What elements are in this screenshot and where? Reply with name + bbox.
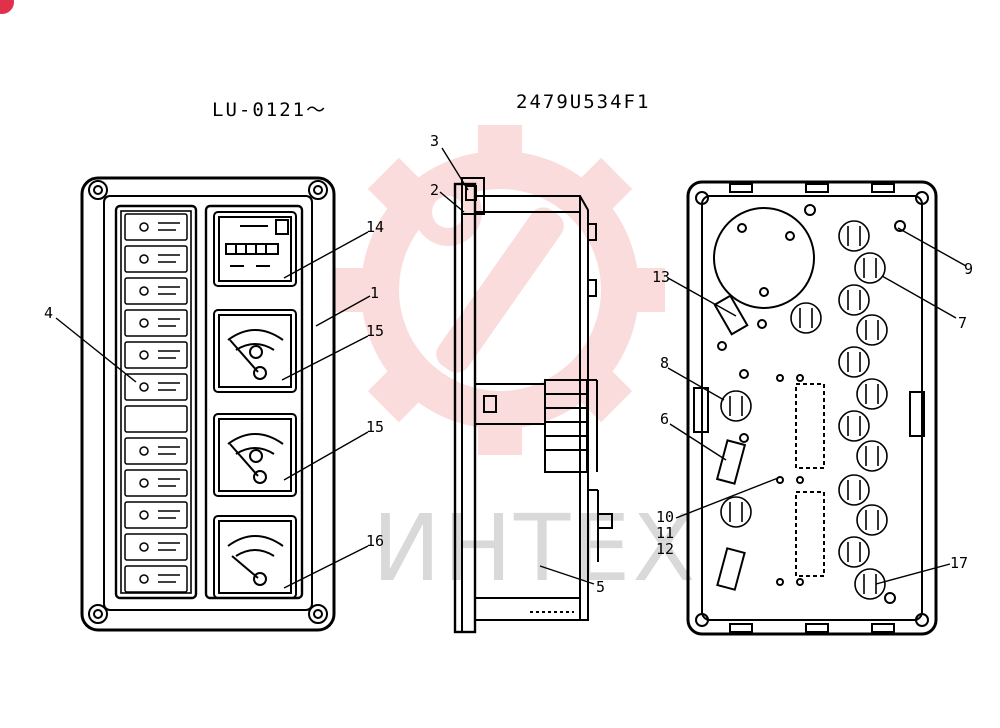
lamp-socket-group (720, 220, 888, 600)
lamp-socket (790, 302, 822, 334)
watermark-text: ИНТЕХ (372, 495, 697, 602)
lamp-socket (838, 410, 870, 442)
lamp-socket (856, 440, 888, 472)
lamp-socket (856, 378, 888, 410)
lamp-socket (854, 568, 886, 600)
watermark-logo (335, 125, 665, 455)
warning-lamp-group (124, 213, 188, 593)
gauge-column (204, 204, 304, 600)
callout-6: 6 (660, 410, 669, 428)
callout-5: 5 (596, 578, 605, 596)
callout-15a: 15 (366, 322, 384, 340)
lamp-socket (720, 390, 752, 422)
callout-labels: 1 2 3 4 5 6 7 8 9 10 11 12 13 14 15 15 1… (44, 132, 973, 596)
callout-4: 4 (44, 304, 53, 322)
warning-lamp (124, 213, 188, 241)
rear-view (686, 180, 938, 636)
warning-light-column (114, 204, 198, 600)
callout-8: 8 (660, 354, 669, 372)
warning-lamp (124, 501, 188, 529)
gauge-15-lower (213, 413, 297, 497)
leader-lines (55, 147, 967, 589)
corner-marker (0, 0, 14, 14)
gauge-15-upper (213, 309, 297, 393)
callout-10: 10 (656, 508, 674, 526)
hour-meter (213, 211, 297, 287)
callout-14: 14 (366, 218, 384, 236)
callout-7: 7 (958, 314, 967, 332)
callout-13: 13 (652, 268, 670, 286)
serial-range-label: LU-0121～ (212, 99, 327, 121)
warning-lamp (124, 309, 188, 337)
gauge-16 (213, 515, 297, 599)
callout-1: 1 (370, 284, 379, 302)
warning-lamp (124, 437, 188, 465)
warning-lamp (124, 373, 188, 401)
warning-lamp (124, 533, 188, 561)
lamp-socket (838, 284, 870, 316)
lamp-socket (838, 346, 870, 378)
lamp-socket (856, 314, 888, 346)
callout-9: 9 (964, 260, 973, 278)
callout-12: 12 (656, 540, 674, 558)
warning-lamp (124, 405, 188, 433)
lamp-socket (720, 496, 752, 528)
lamp-socket (838, 474, 870, 506)
warning-lamp (124, 245, 188, 273)
front-view (80, 176, 336, 632)
callout-2: 2 (430, 181, 439, 199)
lamp-socket (856, 504, 888, 536)
side-view (453, 177, 613, 634)
warning-lamp (124, 341, 188, 369)
callout-15b: 15 (366, 418, 384, 436)
lamp-socket (838, 536, 870, 568)
callout-11: 11 (656, 524, 674, 542)
lamp-socket (854, 252, 886, 284)
callout-17: 17 (950, 554, 968, 572)
warning-lamp (124, 277, 188, 305)
lamp-socket (838, 220, 870, 252)
callout-16: 16 (366, 532, 384, 550)
warning-lamp (124, 565, 188, 593)
callout-3: 3 (430, 132, 439, 150)
warning-lamp (124, 469, 188, 497)
part-number-label: 2479U534F1 (516, 91, 650, 113)
